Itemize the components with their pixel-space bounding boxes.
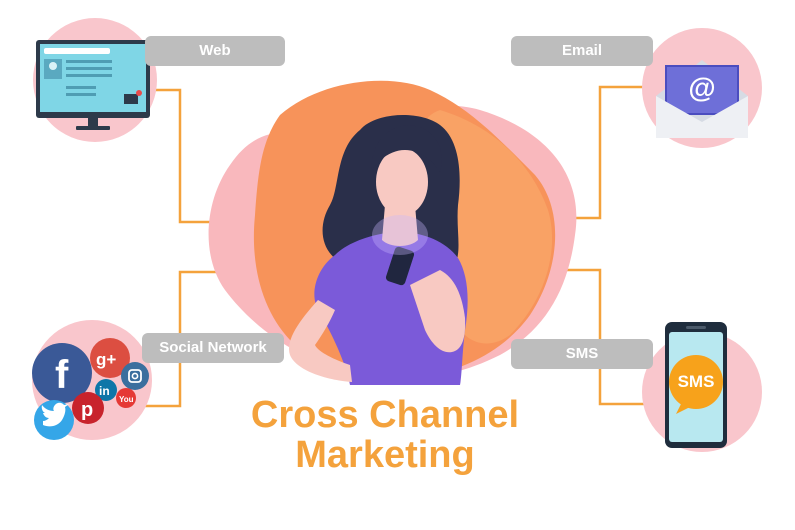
right-arm bbox=[410, 270, 466, 353]
face bbox=[376, 148, 428, 216]
connector-web bbox=[145, 88, 224, 224]
sms-bubble-tail bbox=[676, 402, 692, 414]
linkedin-glyph: in bbox=[99, 384, 110, 398]
youtube-icon bbox=[116, 388, 136, 408]
sms-bubble bbox=[669, 355, 723, 409]
phone-in-hand bbox=[385, 246, 415, 286]
facebook-glyph: f bbox=[55, 353, 69, 397]
twitter-bird bbox=[41, 402, 69, 427]
envelope-front bbox=[656, 96, 748, 138]
google-plus-glyph: g+ bbox=[96, 350, 116, 369]
pinterest-glyph: p bbox=[81, 399, 93, 421]
connector-email bbox=[556, 85, 650, 220]
label-social-network: Social Network bbox=[142, 333, 284, 363]
monitor-line-3 bbox=[66, 74, 112, 77]
social-media-icons: f g+ in You p bbox=[32, 320, 152, 440]
monitor-line-4 bbox=[66, 86, 96, 89]
pinterest-icon bbox=[72, 392, 104, 424]
hair-front bbox=[371, 125, 442, 172]
monitor-neck bbox=[88, 118, 98, 126]
instagram-glyph bbox=[128, 369, 142, 383]
email-envelope-icon bbox=[642, 28, 762, 148]
shirt bbox=[314, 232, 468, 385]
monitor-avatar bbox=[49, 62, 57, 70]
web-monitor-icon bbox=[33, 18, 157, 142]
instagram-icon bbox=[121, 362, 149, 390]
sms-bubble-text: SMS bbox=[677, 372, 715, 391]
facebook-icon bbox=[32, 343, 92, 403]
label-web: Web bbox=[145, 36, 285, 66]
monitor-mail-icon bbox=[124, 94, 138, 104]
connector-sms bbox=[556, 268, 650, 406]
linkedin-icon bbox=[95, 379, 117, 401]
phone-glow bbox=[372, 215, 428, 255]
youtube-glyph: You bbox=[119, 395, 134, 404]
monitor-stand bbox=[76, 126, 110, 130]
smartphone-sms-icon bbox=[642, 322, 762, 452]
monitor-notification-dot bbox=[136, 90, 142, 96]
label-email: Email bbox=[511, 36, 653, 66]
connector-lines bbox=[145, 85, 650, 408]
woman-with-phone-illustration bbox=[289, 114, 468, 385]
google-plus-icon bbox=[90, 338, 130, 378]
title-line-2: Marketing bbox=[295, 434, 475, 476]
phone-speaker bbox=[686, 326, 706, 329]
envelope-letter bbox=[665, 65, 739, 115]
instagram-lens bbox=[131, 372, 139, 380]
title-line-1: Cross Channel bbox=[250, 394, 520, 436]
left-arm bbox=[289, 300, 352, 382]
monitor-line-5 bbox=[66, 93, 96, 96]
neck bbox=[382, 205, 418, 246]
email-at-glyph: @ bbox=[688, 72, 716, 103]
monitor-searchbar bbox=[44, 48, 110, 54]
monitor-line-1 bbox=[66, 60, 112, 63]
monitor-line-2 bbox=[66, 67, 112, 70]
label-sms: SMS bbox=[511, 339, 653, 369]
